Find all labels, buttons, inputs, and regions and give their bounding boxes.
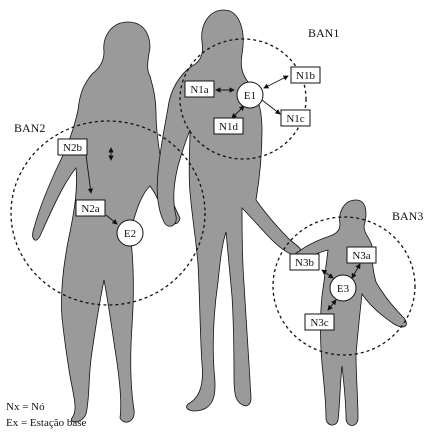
station-e3: E3	[330, 275, 356, 301]
station-e1: E1	[237, 82, 263, 108]
node-n1c-label: N1c	[286, 113, 304, 125]
node-n2b: N2b	[58, 139, 87, 155]
node-n3b: N3b	[290, 254, 319, 270]
ban3-label: BAN3	[392, 209, 423, 223]
node-n2b-label: N2b	[63, 142, 82, 154]
child-silhouette	[293, 200, 406, 426]
ban2-label: BAN2	[14, 121, 45, 135]
node-n1b: N1b	[291, 67, 320, 83]
station-e2: E2	[117, 220, 143, 246]
node-n3c: N3c	[305, 314, 334, 330]
node-n3c-label: N3c	[310, 317, 328, 329]
node-n1a: N1a	[185, 81, 214, 97]
legend-node: Nx = Nó	[6, 401, 45, 413]
node-n1c: N1c	[281, 110, 310, 126]
node-n1d-label: N1d	[219, 121, 238, 133]
node-n2a-label: N2a	[81, 203, 99, 215]
node-n3b-label: N3b	[295, 257, 314, 269]
man-silhouette	[157, 10, 302, 411]
node-n1d: N1d	[214, 118, 243, 134]
woman-silhouette	[33, 22, 180, 422]
station-e1-label: E1	[244, 90, 256, 102]
node-n1a-label: N1a	[190, 84, 208, 96]
ban1-label: BAN1	[308, 26, 339, 40]
node-n2a: N2a	[76, 200, 105, 216]
station-e3-label: E3	[337, 283, 350, 295]
node-n1b-label: N1b	[296, 70, 315, 82]
legend-station: Ex = Estação base	[6, 417, 87, 429]
node-n3a-label: N3a	[352, 250, 370, 262]
node-n3a: N3a	[347, 247, 376, 263]
station-e2-label: E2	[124, 228, 136, 240]
